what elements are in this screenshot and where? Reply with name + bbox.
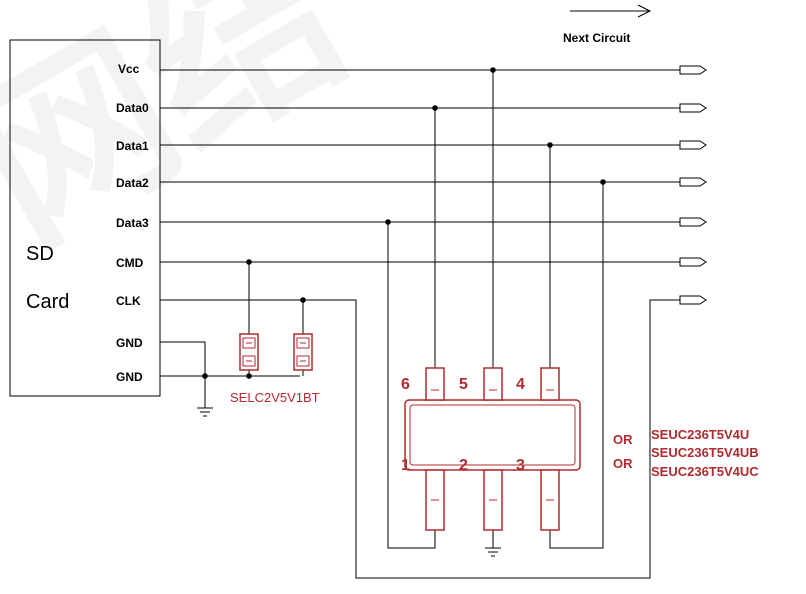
connector-arrow-icon xyxy=(679,177,707,187)
ic-ground-symbol-icon xyxy=(485,547,501,557)
ic-pin-number-4: 4 xyxy=(516,376,525,393)
connector-arrow-icon xyxy=(679,103,707,113)
pin-label-gnd: GND xyxy=(116,370,143,384)
alt-part-2: SEUC236T5V4UB xyxy=(651,445,759,460)
tvs-part-label: SELC2V5V1BT xyxy=(230,390,320,405)
pin-label-data0: Data0 xyxy=(116,101,149,115)
ic-package xyxy=(404,367,581,531)
next-circuit-label: Next Circuit xyxy=(563,31,630,45)
ic-pin1-wire xyxy=(387,222,436,549)
sd-card-outline xyxy=(9,39,161,397)
pin-label-data3: Data3 xyxy=(116,216,149,230)
alt-prefix-2: OR xyxy=(613,456,633,471)
junction-dots xyxy=(202,67,606,379)
ic-pin-number-3: 3 xyxy=(516,457,525,474)
connector-arrow-icon xyxy=(679,257,707,267)
connector-arrow-icon xyxy=(679,140,707,150)
pin-label-data1: Data1 xyxy=(116,139,149,153)
ic-pin xyxy=(483,367,503,401)
alt-part-1: SEUC236T5V4U xyxy=(651,427,749,442)
pin-label-gnd: GND xyxy=(116,336,143,350)
connector-arrow-icon xyxy=(679,217,707,227)
pin-label-data2: Data2 xyxy=(116,176,149,190)
clk-wire xyxy=(160,299,680,579)
next-circuit-arrow-icon xyxy=(570,4,652,18)
pin-label-cmd: CMD xyxy=(116,256,144,270)
ic-pin-number-5: 5 xyxy=(459,376,468,393)
tvs-diode-1 xyxy=(239,333,259,371)
sd-card-title-line1: SD xyxy=(26,243,54,265)
connector-arrows xyxy=(679,65,707,305)
ic-pin-number-6: 6 xyxy=(401,376,410,393)
ic-pin-number-2: 2 xyxy=(459,457,468,474)
connector-arrow-icon xyxy=(679,295,707,305)
alt-prefix-1: OR xyxy=(613,432,633,447)
ground-symbol-icon xyxy=(197,407,213,417)
ic-pin-number-1: 1 xyxy=(401,457,410,474)
connector-arrow-icon xyxy=(679,65,707,75)
tvs-diode-2 xyxy=(293,333,313,371)
pin-label-clk: CLK xyxy=(116,294,141,308)
gnd-wire-1 xyxy=(160,341,206,408)
ic-pin xyxy=(425,367,445,401)
ic-pin3-wire xyxy=(549,182,604,549)
pin-label-vcc: Vcc xyxy=(118,62,140,76)
ic-pin xyxy=(540,367,560,401)
sd-card-title-line2: Card xyxy=(26,291,69,313)
alt-part-3: SEUC236T5V4UC xyxy=(651,464,759,479)
